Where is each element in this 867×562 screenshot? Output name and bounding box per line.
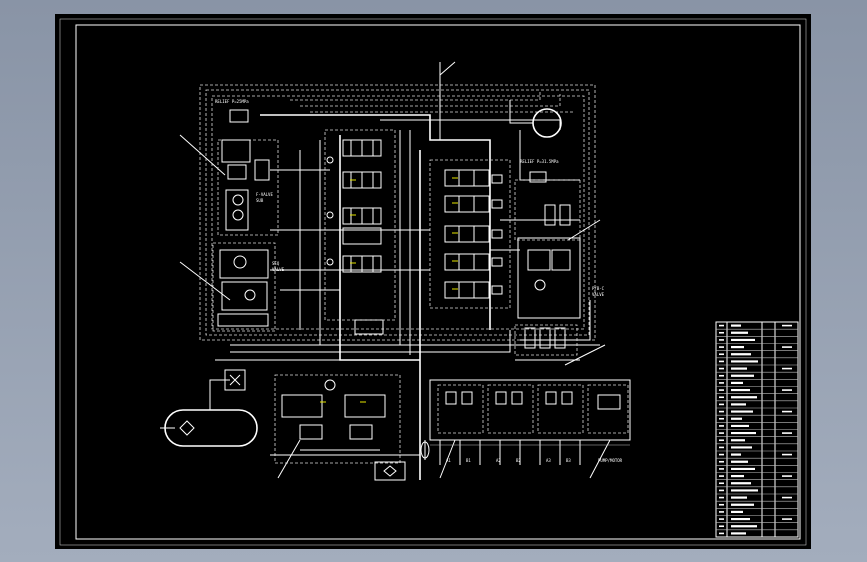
svg-text:SUB: SUB — [256, 198, 264, 203]
directional-valve-bank — [429, 159, 511, 309]
cartridge-valves — [514, 324, 580, 361]
drawing-sheet — [55, 14, 811, 549]
inner-border — [75, 24, 801, 540]
svg-text:F-VALVE: F-VALVE — [256, 192, 273, 197]
svg-text:PUMP/MOTOR: PUMP/MOTOR — [598, 458, 623, 463]
control-valve-block-lower: SEQ VALVE — [212, 242, 285, 332]
pump-module — [270, 374, 421, 470]
actuator-valve-bank: A1 B1 A2 B2 A3 B3 PUMP/MOTOR — [429, 379, 631, 465]
leader-lines — [160, 61, 611, 479]
motor-symbol — [509, 100, 562, 138]
outer-border — [59, 18, 807, 546]
oil-tank — [164, 369, 258, 447]
svg-text:RELIEF P=31.5MPa: RELIEF P=31.5MPa — [520, 159, 559, 164]
svg-text:VALVE: VALVE — [592, 292, 605, 297]
pressure-control-block: RELIEF P=31.5MPa P/B-C VALVE — [514, 159, 605, 319]
pressure-lines — [215, 62, 600, 480]
svg-text:VALVE: VALVE — [272, 267, 285, 272]
svg-text:B2: B2 — [516, 458, 521, 463]
svg-text:B1: B1 — [466, 458, 471, 463]
svg-text:A1: A1 — [446, 458, 451, 463]
parts-list-table — [715, 321, 799, 538]
svg-text:A2: A2 — [496, 458, 501, 463]
pilot-indicators — [320, 177, 458, 403]
svg-text:SEQ: SEQ — [272, 261, 280, 266]
svg-text:RELIEF P=25MPa: RELIEF P=25MPa — [215, 99, 249, 104]
svg-text:B3: B3 — [566, 458, 571, 463]
return-filter — [374, 440, 430, 481]
svg-text:A3: A3 — [546, 458, 551, 463]
control-valve-block-upper: F-VALVE SUB RELIEF P=25MPa — [215, 99, 279, 236]
svg-text:P/B-C: P/B-C — [592, 286, 605, 291]
pilot-line-frame — [199, 84, 596, 341]
central-valve-stack — [324, 129, 396, 335]
